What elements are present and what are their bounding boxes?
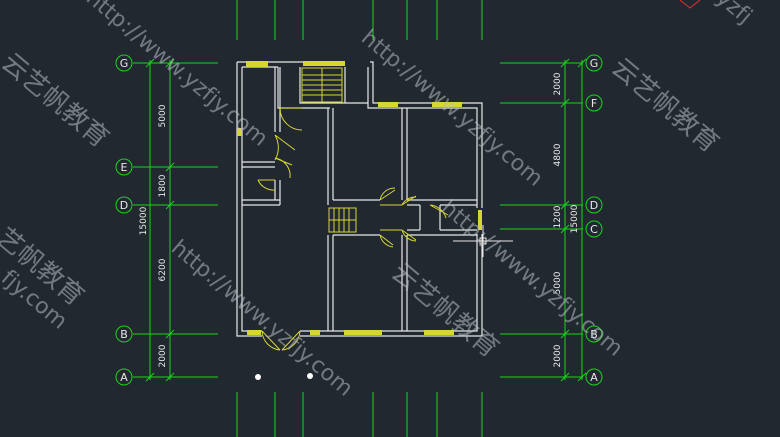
- watermark-brand-3: 云艺帆教育: [386, 257, 505, 364]
- axis-bubble-right-a[interactable]: A: [585, 368, 603, 386]
- svg-text:C: C: [590, 223, 598, 236]
- axis-bubble-right-b[interactable]: B: [585, 325, 603, 343]
- svg-text:E: E: [121, 161, 128, 174]
- stairs: [301, 67, 357, 233]
- svg-text:G: G: [590, 57, 599, 70]
- door-core-2: [379, 234, 394, 248]
- horizontal-grid-lines: [133, 62, 583, 378]
- door-entrance: [261, 330, 301, 351]
- svg-text:F: F: [591, 97, 597, 110]
- watermark-brand-2: 云艺帆教育: [606, 52, 725, 159]
- windows: [237, 61, 482, 335]
- dim-left-seg-1: 5000: [158, 104, 168, 127]
- window-top-left: [246, 61, 268, 67]
- dim-right-seg-5: 2000: [553, 344, 563, 367]
- svg-text:D: D: [120, 199, 128, 212]
- dim-left-total: 15000: [139, 206, 149, 235]
- axis-bubbles-right: G F D C B A: [585, 54, 603, 386]
- axis-bubble-left-e[interactable]: E: [115, 158, 133, 176]
- window-top-right-2: [432, 102, 462, 107]
- window-top-right-1: [378, 102, 398, 107]
- watermark-brand-1: 云艺帆教育: [0, 47, 114, 154]
- door-left-mid: [274, 157, 293, 179]
- window-bottom-mid: [344, 330, 382, 335]
- svg-text:B: B: [120, 328, 128, 341]
- door-core-3: [401, 195, 417, 206]
- window-bottom-right: [424, 330, 454, 335]
- dim-left-seg-4: 2000: [158, 344, 168, 367]
- axis-bubble-right-c[interactable]: C: [585, 220, 603, 238]
- door-left-upper: [274, 134, 296, 161]
- dimension-chain-right: [560, 58, 587, 382]
- dimension-texts-left: 5000 1800 6200 2000 15000: [139, 104, 168, 367]
- axis-bubble-left-g[interactable]: G: [115, 54, 133, 72]
- door-stair: [279, 107, 303, 131]
- door-left-small: [257, 179, 276, 191]
- svg-text:D: D: [590, 199, 598, 212]
- door-core-1: [379, 187, 396, 201]
- axis-bubble-left-a[interactable]: A: [115, 368, 133, 386]
- dim-right-seg-4: 5000: [553, 271, 563, 294]
- dim-right-total: 15000: [570, 204, 580, 233]
- axis-bubble-right-g[interactable]: G: [585, 54, 603, 72]
- dim-right-seg-1: 2000: [553, 72, 563, 95]
- window-left-small: [237, 128, 242, 136]
- axis-bubble-left-d[interactable]: D: [115, 196, 133, 214]
- dim-left-seg-3: 6200: [158, 258, 168, 281]
- window-top-stair: [303, 61, 345, 66]
- corner-arrow-icon: [679, 0, 701, 9]
- axis-bubble-right-f[interactable]: F: [585, 94, 603, 112]
- window-bottom-small: [310, 330, 320, 335]
- svg-text:A: A: [590, 371, 598, 384]
- window-right-c: [478, 210, 482, 230]
- door-core-4: [401, 229, 417, 242]
- svg-text:G: G: [120, 57, 129, 70]
- doors: [257, 107, 449, 351]
- dim-left-seg-2: 1800: [158, 174, 168, 197]
- crosshair-cursor-icon: [453, 225, 513, 257]
- svg-text:B: B: [590, 328, 598, 341]
- vertical-grid-lines: [236, 0, 483, 437]
- dim-right-seg-2: 4800: [553, 143, 563, 166]
- watermark-corner-url: yzfj: [711, 0, 757, 29]
- door-core-5: [429, 204, 449, 219]
- grip-points: [255, 373, 313, 380]
- watermarks: http://www.yzfjy.com http://www.yzfjy.co…: [0, 0, 757, 402]
- axis-bubble-right-d[interactable]: D: [585, 196, 603, 214]
- dimension-texts-right: 2000 4800 1200 5000 2000 15000: [553, 72, 580, 367]
- window-bottom-left: [247, 330, 261, 335]
- dim-right-seg-3: 1200: [553, 205, 563, 228]
- axis-bubbles-left: G E D B A: [115, 54, 133, 386]
- axis-bubble-left-b[interactable]: B: [115, 325, 133, 343]
- svg-text:A: A: [120, 371, 128, 384]
- dimension-chain-left: [145, 58, 175, 382]
